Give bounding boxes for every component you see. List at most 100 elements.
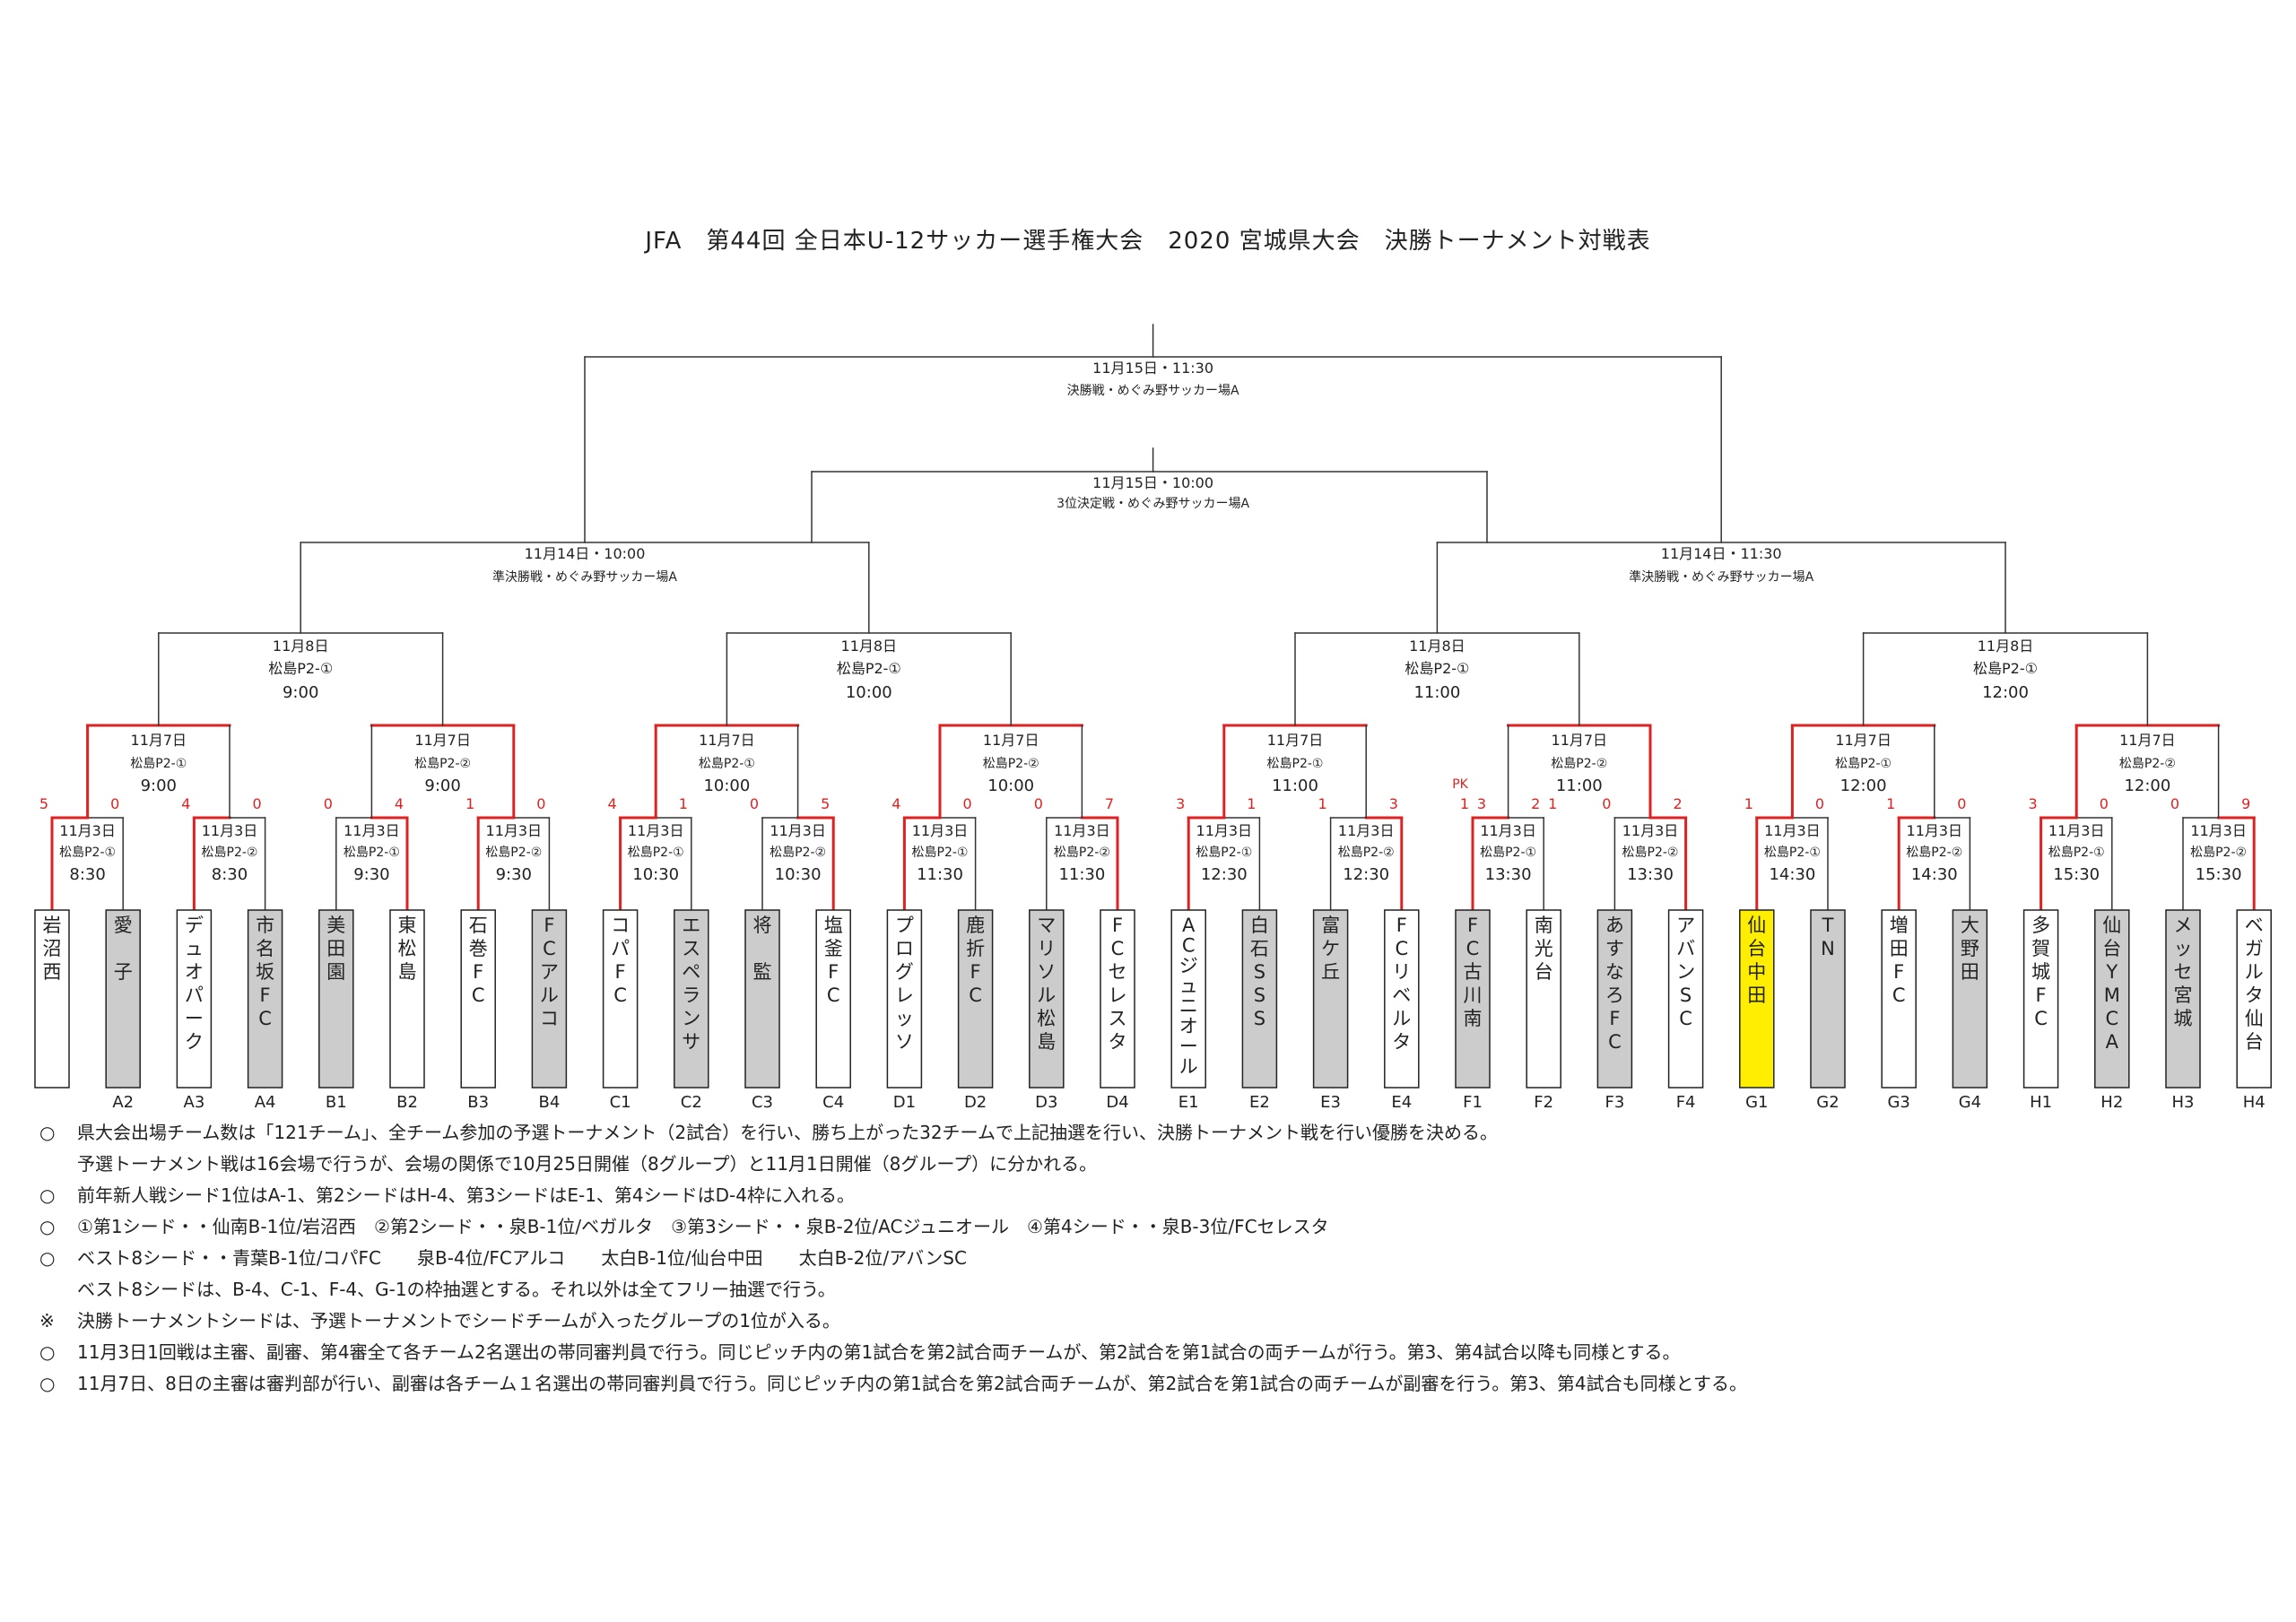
qf-venue: 松島P2-① xyxy=(837,660,901,677)
r1-venue: 松島P2-① xyxy=(59,846,116,860)
r1-score-b: 0 xyxy=(1815,795,1824,812)
team-name: 富ケ丘 xyxy=(1321,915,1340,983)
team-box xyxy=(34,909,70,1089)
team-box xyxy=(602,909,639,1089)
r1-venue: 松島P2-① xyxy=(628,846,684,860)
r1-date: 11月3日 xyxy=(912,822,969,839)
r1-score-b: 0 xyxy=(1957,795,1966,812)
r1-score-a: 0 xyxy=(750,795,759,812)
r1-venue: 松島P2-② xyxy=(770,846,826,860)
team-box xyxy=(105,909,141,1089)
team-box xyxy=(2022,909,2059,1089)
r1-venue: 松島P2-② xyxy=(1054,846,1110,860)
r1-venue: 松島P2-① xyxy=(2048,846,2105,860)
r1-time: 10:30 xyxy=(775,865,822,884)
r1-score-a: 1 xyxy=(1886,795,1895,812)
team-box xyxy=(1526,909,1561,1089)
team-seed-label: H3 xyxy=(2172,1093,2195,1112)
r1-venue: 松島P2-① xyxy=(1764,846,1821,860)
team-box xyxy=(2165,909,2201,1089)
r1-score-a: 3 xyxy=(2029,795,2038,812)
r2-venue: 松島P2-② xyxy=(414,757,471,771)
r2-venue: 松島P2-① xyxy=(1267,757,1324,771)
note-mark: ○ xyxy=(39,1247,56,1269)
r1-venue: 松島P2-② xyxy=(1338,846,1395,860)
team-box xyxy=(957,909,994,1089)
r1-venue: 松島P2-② xyxy=(2190,846,2247,860)
team-box xyxy=(176,909,213,1089)
r1-score-a: 1 xyxy=(1744,795,1753,812)
r1-date: 11月3日 xyxy=(628,822,684,839)
qf-date: 11月8日 xyxy=(273,638,329,655)
r2-time: 11:00 xyxy=(1556,776,1603,795)
note-row: ○ベスト8シードは、B-4、C-1、F-4、G-1の枠抽選とする。それ以外は全て… xyxy=(39,1274,2246,1305)
r1-date: 11月3日 xyxy=(1622,822,1679,839)
team-seed-label: B4 xyxy=(538,1093,560,1112)
team-name: 東松島 xyxy=(398,915,417,983)
r1-score-b: 2 xyxy=(1531,795,1540,812)
r1-score-a: 1 xyxy=(465,795,474,812)
r1-score-a-extra: 3 xyxy=(1477,795,1486,812)
r1-time: 10:30 xyxy=(632,865,679,884)
r1-time: 12:30 xyxy=(1343,865,1389,884)
r1-time: 9:30 xyxy=(496,865,532,884)
team-name: 仙台中田 xyxy=(1747,915,1766,1006)
team-box xyxy=(1455,909,1491,1089)
team-name: 大野田 xyxy=(1961,915,1979,983)
r1-date: 11月3日 xyxy=(2190,822,2247,839)
qf-date: 11月8日 xyxy=(1409,638,1465,655)
team-seed-label: H1 xyxy=(2030,1093,2052,1112)
r1-score-b: 7 xyxy=(1105,795,1114,812)
r1-score-a: 0 xyxy=(2170,795,2179,812)
sf-label: 準決勝戦・めぐみ野サッカー場A xyxy=(492,570,677,585)
r1-venue: 松島P2-① xyxy=(1196,846,1252,860)
r1-venue: 松島P2-② xyxy=(485,846,542,860)
team-name: プログレッソ xyxy=(895,915,914,1053)
team-box xyxy=(460,909,496,1089)
team-seed-label: D2 xyxy=(964,1093,987,1112)
team-box xyxy=(2236,909,2272,1089)
team-name: エスペランサ xyxy=(682,915,700,1053)
team-seed-label: A3 xyxy=(184,1093,205,1112)
r2-time: 9:00 xyxy=(141,776,177,795)
team-box xyxy=(1667,909,1704,1089)
r2-venue: 松島P2-② xyxy=(983,757,1039,771)
team-box xyxy=(1312,909,1349,1089)
r1-score-b: 0 xyxy=(2100,795,2109,812)
r1-score-b: 9 xyxy=(2241,795,2250,812)
page-title: JFA 第44回 全日本U-12サッカー選手権大会 2020 宮城県大会 決勝ト… xyxy=(645,228,1651,255)
r1-time: 13:30 xyxy=(1627,865,1674,884)
note-mark: ○ xyxy=(39,1122,56,1143)
r2-time: 10:00 xyxy=(703,776,750,795)
r1-score-b: 3 xyxy=(1389,795,1398,812)
r2-time: 12:00 xyxy=(1840,776,1887,795)
sf-label: 準決勝戦・めぐみ野サッカー場A xyxy=(1629,570,1813,585)
qf-time: 11:00 xyxy=(1413,683,1460,702)
qf-time: 9:00 xyxy=(283,683,318,702)
third-date: 11月15日・10:00 xyxy=(1092,474,1213,491)
qf-venue: 松島P2-① xyxy=(1405,660,1469,677)
team-box xyxy=(1241,909,1278,1089)
note-row: ○11月3日1回戦は主審、副審、第4審全て各チーム2名選出の帯同審判員で行う。同… xyxy=(39,1337,2246,1368)
r1-date: 11月3日 xyxy=(770,822,826,839)
team-box xyxy=(815,909,851,1089)
note-row: ○前年新人戦シード1位はA-1、第2シードはH-4、第3シードはE-1、第4シー… xyxy=(39,1180,2246,1211)
qf-venue: 松島P2-① xyxy=(1973,660,2038,677)
r1-time: 8:30 xyxy=(69,865,105,884)
note-mark: ○ xyxy=(39,1184,56,1206)
team-box xyxy=(1100,909,1135,1089)
team-seed-label: F2 xyxy=(1534,1093,1553,1112)
qf-venue: 松島P2-① xyxy=(268,660,333,677)
r1-score-b: 2 xyxy=(1674,795,1683,812)
r1-score-a: 1 xyxy=(1318,795,1327,812)
team-seed-label: B2 xyxy=(396,1093,418,1112)
team-seed-label: H4 xyxy=(2243,1093,2266,1112)
r2-date: 11月7日 xyxy=(983,732,1039,749)
r1-venue: 松島P2-① xyxy=(912,846,969,860)
